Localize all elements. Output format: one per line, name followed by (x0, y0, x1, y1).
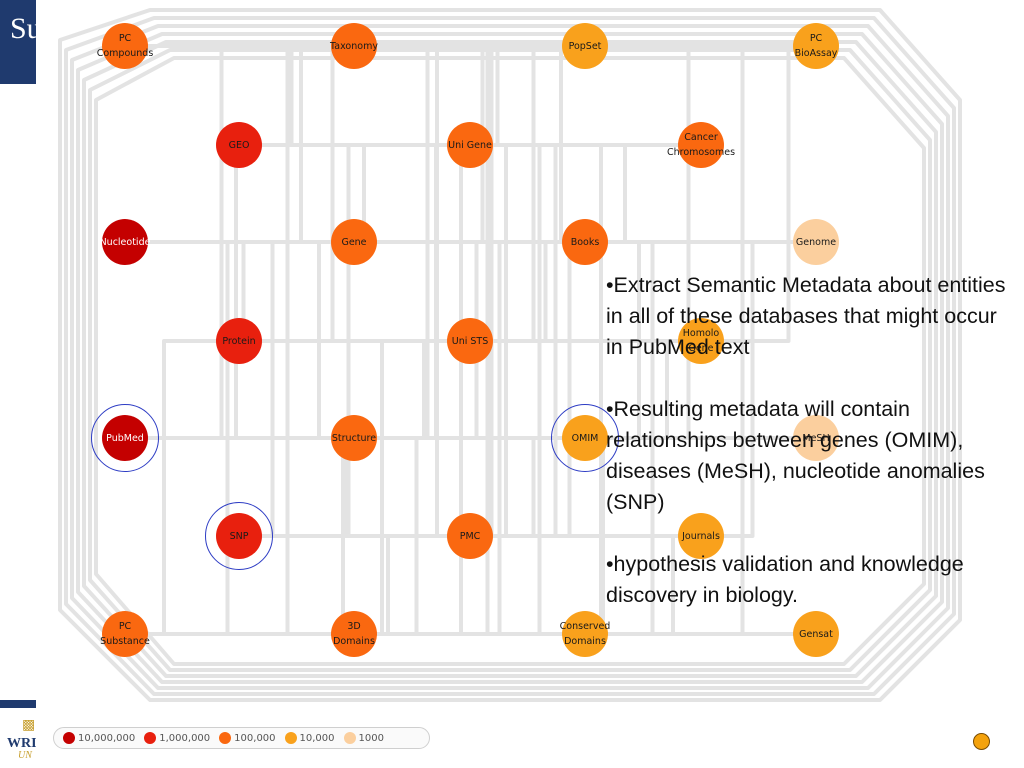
link-route (239, 240, 354, 538)
node-unigene[interactable]: Uni Gene (447, 122, 493, 168)
node-label: Structure (331, 432, 377, 444)
link-route (239, 534, 585, 636)
link-route (470, 534, 816, 636)
link-route (125, 436, 816, 636)
node-label: Cancer Chromosomes (666, 132, 736, 158)
bullet-list: •Extract Semantic Metadata about entitie… (606, 270, 1016, 642)
node-label: PC BioAssay (794, 33, 838, 59)
node-popset[interactable]: PopSet (562, 23, 608, 69)
legend-label: 1000 (358, 732, 384, 744)
node-gene[interactable]: Gene (331, 219, 377, 265)
node-genome[interactable]: Genome (793, 219, 839, 265)
node-domains-3d[interactable]: 3D Domains (331, 611, 377, 657)
link-route (701, 240, 816, 538)
node-conserved-domains[interactable]: Conserved Domains (559, 611, 611, 657)
node-unists[interactable]: Uni STS (447, 318, 493, 364)
node-label: PubMed (106, 432, 144, 444)
link-route (239, 44, 354, 343)
legend-item: 10,000,000 (63, 732, 135, 744)
link-route (125, 44, 470, 147)
logo-emblem-icon: ▩ (22, 716, 36, 732)
bullet-item: •Extract Semantic Metadata about entitie… (606, 273, 1006, 359)
node-label: Uni Gene (448, 139, 492, 151)
node-journals[interactable]: Journals (678, 513, 724, 559)
node-label: GEO (228, 139, 250, 151)
node-label: Conserved Domains (559, 621, 611, 647)
node-label: Journals (682, 530, 720, 542)
node-taxonomy[interactable]: Taxonomy (330, 23, 378, 69)
node-pmc[interactable]: PMC (447, 513, 493, 559)
node-label: PC Substance (100, 621, 150, 647)
size-legend: 10,000,000 1,000,000 100,000 10,000 1000 (53, 727, 430, 749)
university-logo: ▩ WRI UN (0, 714, 36, 760)
link-route (125, 240, 470, 343)
node-pubmed[interactable]: PubMed (102, 415, 148, 461)
node-geo[interactable]: GEO (216, 122, 262, 168)
bullet-item: •Resulting metadata will contain relatio… (606, 397, 985, 514)
logo-word: WRI (7, 736, 36, 751)
node-homologene[interactable]: Homolo Gene (678, 318, 724, 364)
node-label: PMC (459, 530, 481, 542)
legend-dot-icon (63, 732, 75, 744)
legend-item: 1,000,000 (144, 732, 210, 744)
node-omim[interactable]: OMIM (562, 415, 608, 461)
legend-label: 100,000 (234, 732, 276, 744)
link-route (354, 44, 701, 147)
legend-dot-icon (284, 732, 297, 744)
node-pc-compounds[interactable]: PC Compounds (97, 23, 153, 69)
node-label: Gensat (799, 628, 833, 640)
link-route (354, 143, 470, 440)
node-nucleotide[interactable]: Nucleotide (99, 219, 151, 265)
node-label: Protein (222, 335, 256, 347)
slide-title: Su (0, 0, 36, 84)
node-label: Uni STS (451, 335, 489, 347)
node-label: OMIM (571, 432, 599, 444)
node-label: Genome (795, 236, 837, 248)
legend-label: 10,000 (299, 732, 335, 744)
logo-sub: UN (18, 750, 32, 760)
node-gensat[interactable]: Gensat (793, 611, 839, 657)
node-books[interactable]: Books (562, 219, 608, 265)
bullet-item: •hypothesis validation and knowledge dis… (606, 552, 964, 607)
link-route (70, 24, 950, 690)
node-label: MeSH (802, 432, 830, 444)
footer-bar (0, 700, 36, 708)
node-pc-bioassay[interactable]: PC BioAssay (793, 23, 839, 69)
link-route (470, 143, 816, 244)
link-route (58, 8, 962, 702)
node-label: Taxonomy (330, 40, 378, 52)
node-mesh[interactable]: MeSH (793, 415, 839, 461)
node-label: PC Compounds (96, 33, 154, 59)
legend-item: 10,000 (284, 732, 335, 744)
node-pc-substance[interactable]: PC Substance (100, 611, 150, 657)
legend-item: 100,000 (219, 732, 276, 744)
link-route (354, 339, 470, 636)
node-protein[interactable]: Protein (216, 318, 262, 364)
node-label: Nucleotide (99, 236, 151, 248)
node-label: PopSet (568, 40, 602, 52)
legend-dot-icon (144, 732, 157, 744)
node-snp[interactable]: SNP (216, 513, 262, 559)
link-route (88, 48, 932, 672)
link-route (64, 16, 956, 696)
node-cancer-chromosomes[interactable]: Cancer Chromosomes (667, 122, 735, 168)
node-label: Gene (341, 236, 367, 248)
legend-label: 10,000,000 (78, 732, 136, 744)
slide-action-button[interactable] (973, 733, 990, 750)
legend-label: 1,000,000 (159, 732, 211, 744)
node-label: 3D Domains (333, 621, 375, 647)
legend-dot-icon (219, 732, 232, 744)
legend-item: 1000 (343, 732, 384, 744)
link-route (239, 339, 585, 440)
node-label: Homolo Gene (682, 328, 720, 354)
slide-title-text: Su (10, 12, 36, 45)
node-label: SNP (229, 530, 249, 542)
node-structure[interactable]: Structure (331, 415, 377, 461)
node-label: Books (570, 236, 600, 248)
legend-dot-icon (343, 732, 356, 744)
link-route (94, 56, 926, 666)
